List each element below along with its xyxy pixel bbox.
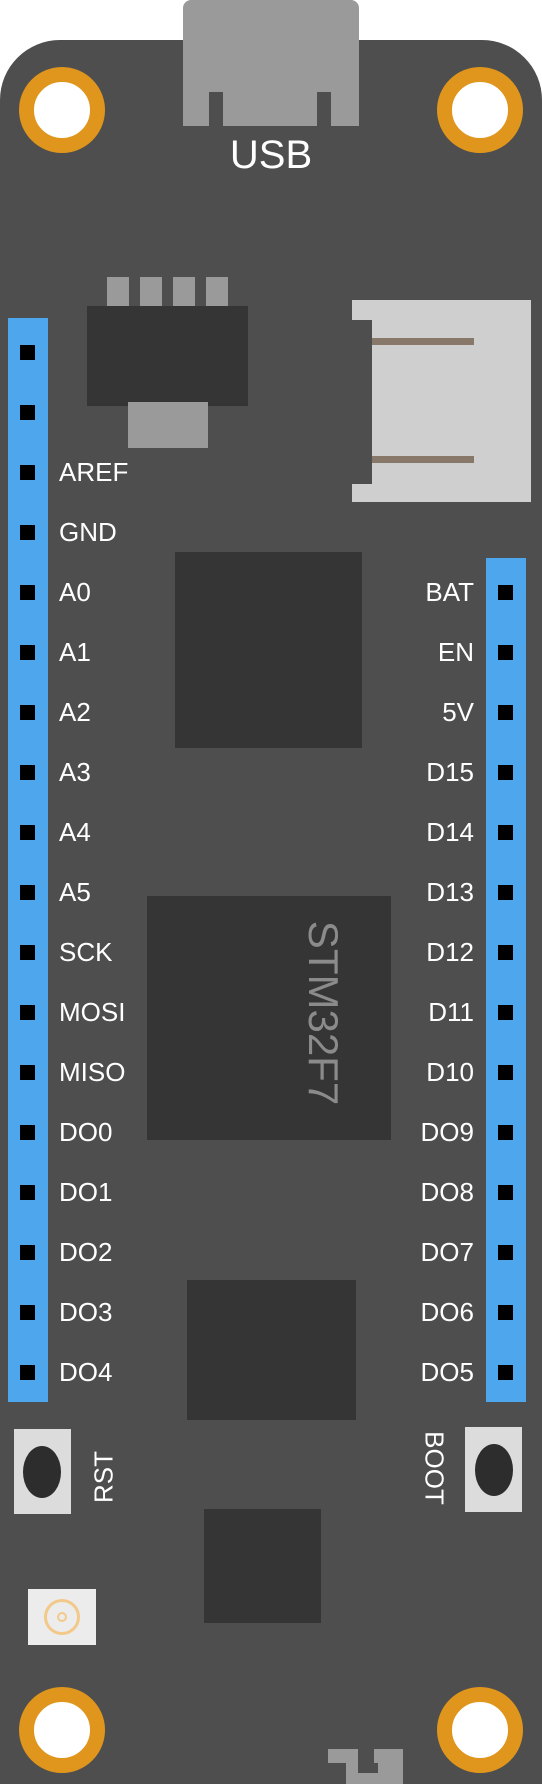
header-pin — [20, 645, 35, 660]
usb-tab-left — [209, 92, 223, 126]
mounting-hole-bottom-right — [437, 1687, 523, 1773]
header-pin — [20, 705, 35, 720]
usb-tab-right — [317, 92, 331, 126]
battery-wire — [372, 456, 474, 463]
regulator-pin — [107, 277, 129, 309]
header-pin — [20, 1245, 35, 1260]
pin-label: GND — [59, 517, 117, 547]
header-pin — [20, 825, 35, 840]
pin-label: A5 — [59, 877, 91, 907]
pin-label: A3 — [59, 757, 91, 787]
header-pin — [498, 705, 513, 720]
header-pin — [498, 1305, 513, 1320]
pin-label: A1 — [59, 637, 91, 667]
voltage-regulator — [87, 306, 248, 406]
pin-label: AREF — [59, 457, 129, 487]
header-pin — [20, 465, 35, 480]
reset-button-label: RST — [88, 1451, 119, 1503]
header-pin — [498, 585, 513, 600]
header-pin — [20, 525, 35, 540]
header-pin — [20, 345, 35, 360]
mcu-chip — [147, 896, 391, 1140]
pin-label: D14 — [426, 817, 474, 847]
header-pin — [20, 1365, 35, 1380]
pin-label: BAT — [425, 577, 474, 607]
pin-label: EN — [437, 637, 474, 667]
battery-wire — [372, 338, 474, 345]
battery-connector-socket — [352, 320, 372, 484]
pin-label: D12 — [426, 937, 474, 967]
header-pin — [20, 1125, 35, 1140]
pin-label: DO1 — [59, 1177, 113, 1207]
pin-label: DO3 — [59, 1297, 113, 1327]
pin-label: DO9 — [420, 1117, 474, 1147]
header-pin — [498, 1245, 513, 1260]
usb-label: USB — [229, 133, 313, 177]
pin-label: A2 — [59, 697, 91, 727]
pin-label: DO7 — [420, 1237, 474, 1267]
regulator-tab — [128, 402, 208, 448]
header-pin — [498, 1005, 513, 1020]
reset-button-cap[interactable] — [23, 1446, 61, 1498]
left-pin-header — [8, 318, 48, 1402]
boot-button-cap[interactable] — [475, 1444, 513, 1496]
regulator-pin — [206, 277, 228, 309]
mounting-hole-bottom-left — [19, 1687, 105, 1773]
header-pin — [498, 765, 513, 780]
pin-label: DO8 — [420, 1177, 474, 1207]
pin-label: DO0 — [59, 1117, 113, 1147]
boot-button-label: BOOT — [419, 1431, 450, 1505]
header-pin — [20, 765, 35, 780]
right-pin-header — [486, 558, 526, 1402]
pin-label: A0 — [59, 577, 91, 607]
pin-label: MISO — [59, 1057, 126, 1087]
pin-label: MOSI — [59, 997, 126, 1027]
mounting-hole-top-right — [437, 67, 523, 153]
logo-icon — [328, 1749, 403, 1784]
pin-label: DO4 — [59, 1357, 113, 1387]
header-pin — [20, 945, 35, 960]
pin-label: D11 — [428, 997, 474, 1027]
header-pin — [20, 885, 35, 900]
header-pin — [498, 825, 513, 840]
header-pin — [20, 1305, 35, 1320]
header-pin — [20, 1065, 35, 1080]
battery-connector — [352, 300, 531, 502]
header-pin — [498, 885, 513, 900]
regulator-pin — [173, 277, 195, 309]
header-pin — [20, 1005, 35, 1020]
header-pin — [20, 585, 35, 600]
header-pin — [498, 1365, 513, 1380]
pin-label: DO6 — [420, 1297, 474, 1327]
pin-label: D10 — [426, 1057, 474, 1087]
header-pin — [20, 1185, 35, 1200]
header-pin — [498, 645, 513, 660]
header-pin — [498, 945, 513, 960]
pin-label: DO5 — [420, 1357, 474, 1387]
pin-label: 5V — [442, 697, 474, 727]
chip-upper — [175, 552, 362, 748]
chip-bottom — [204, 1509, 321, 1623]
mounting-hole-top-left — [19, 67, 105, 153]
pin-label: SCK — [59, 937, 113, 967]
antenna-icon — [44, 1599, 80, 1635]
header-pin — [498, 1125, 513, 1140]
mcu-chip-label: STM32F7 — [300, 920, 347, 1106]
header-pin — [20, 405, 35, 420]
chip-lower — [187, 1280, 356, 1420]
header-pin — [498, 1185, 513, 1200]
pin-label: D15 — [426, 757, 474, 787]
pin-label: A4 — [59, 817, 91, 847]
pin-label: DO2 — [59, 1237, 113, 1267]
pin-label: D13 — [426, 877, 474, 907]
antenna-center — [57, 1612, 67, 1622]
regulator-pin — [140, 277, 162, 309]
header-pin — [498, 1065, 513, 1080]
